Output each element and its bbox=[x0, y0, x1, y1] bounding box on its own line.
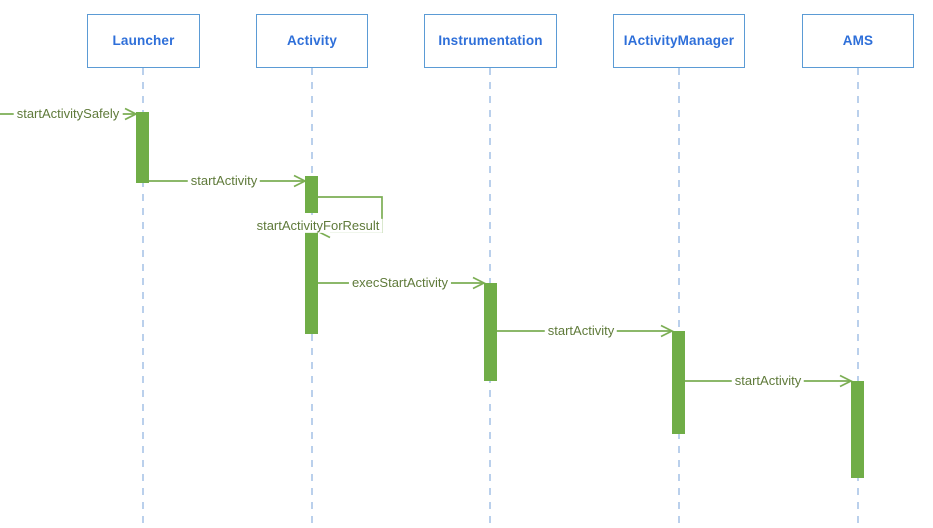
iactivitymanager-activation bbox=[672, 331, 685, 434]
participant-box-iactivitymanager[interactable]: IActivityManager bbox=[613, 14, 745, 68]
participant-label-launcher: Launcher bbox=[112, 33, 175, 49]
participant-label-activity: Activity bbox=[287, 33, 337, 49]
participant-label-ams: AMS bbox=[842, 33, 874, 49]
launcher-activation bbox=[136, 112, 149, 183]
ams-activation bbox=[851, 381, 864, 478]
activations-group bbox=[136, 112, 864, 478]
message-label-msg-3: startActivityForResult bbox=[253, 218, 383, 234]
activity-activation-2 bbox=[305, 228, 318, 334]
participant-box-ams[interactable]: AMS bbox=[802, 14, 914, 68]
activity-activation-1 bbox=[305, 176, 318, 213]
lifelines-group bbox=[142, 68, 859, 528]
messages-group bbox=[0, 107, 853, 388]
message-label-msg-6: startActivity bbox=[731, 373, 805, 389]
participant-label-iactivitymanager: IActivityManager bbox=[623, 33, 735, 49]
participant-box-instrumentation[interactable]: Instrumentation bbox=[424, 14, 557, 68]
message-label-msg-4: execStartActivity bbox=[348, 275, 452, 291]
instrumentation-activation bbox=[484, 283, 497, 381]
message-label-msg-5: startActivity bbox=[544, 323, 618, 339]
participant-label-instrumentation: Instrumentation bbox=[438, 33, 543, 49]
message-label-msg-2: startActivity bbox=[187, 173, 261, 189]
participant-box-activity[interactable]: Activity bbox=[256, 14, 368, 68]
message-label-msg-1: startActivitySafely bbox=[13, 106, 123, 122]
participant-box-launcher[interactable]: Launcher bbox=[87, 14, 200, 68]
